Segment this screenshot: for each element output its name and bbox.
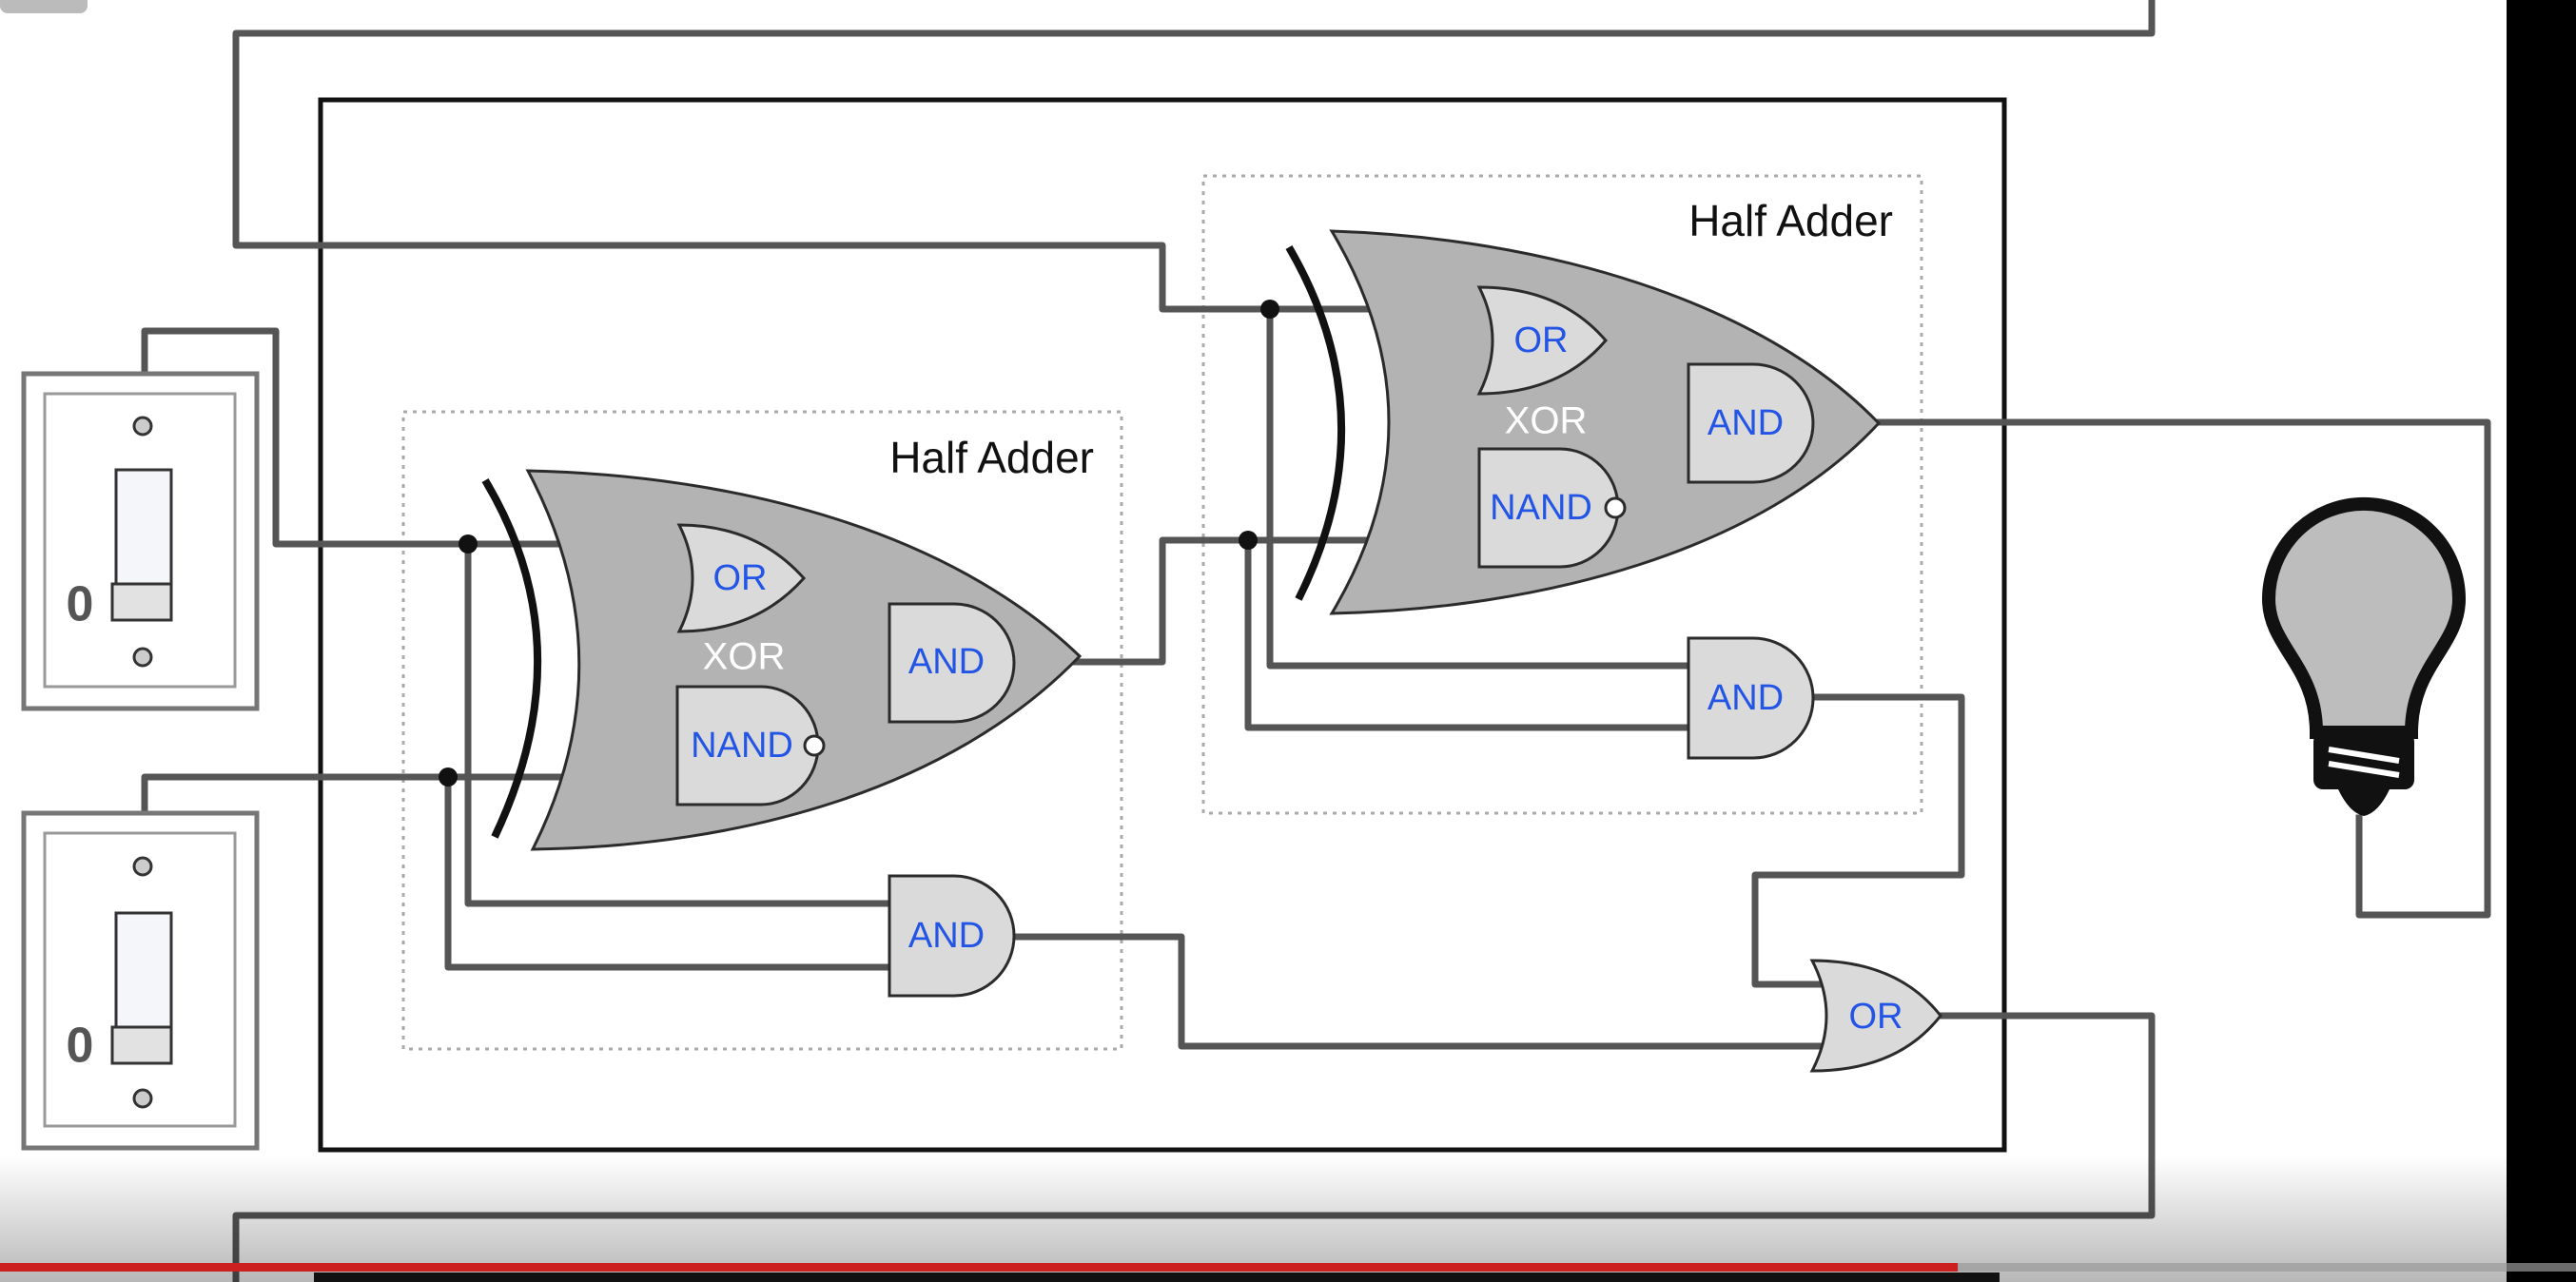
or-gate-label: OR [713,558,768,598]
nand-gate-label: NAND [691,726,793,766]
switch-b-wire [141,773,679,817]
carry-in-wire [232,0,2156,313]
and-gate-inner-label: AND [908,642,985,682]
xor-label: XOR [703,636,786,678]
and-gate-carry [1687,636,1815,760]
xor-label: XOR [1505,400,1588,442]
half-adder-2: Half Adder XOR OR NAND AND AND [1285,196,1893,760]
or-gate-label: OR [1514,320,1569,360]
half-adder-title: Half Adder [1688,196,1893,245]
sum-wire [1809,418,2491,919]
video-fade [0,1156,2576,1282]
switch-a[interactable]: 0 [21,371,260,711]
carry-or-gate: OR [1809,959,1942,1073]
switch-toggle[interactable] [110,582,173,622]
switch-a-wire [141,327,662,548]
half-adder-title: Half Adder [889,433,1094,482]
and-gate-carry-label: AND [1708,678,1784,718]
or-gate [676,523,807,633]
xor-gate-1 [525,469,1083,851]
switch-value: 0 [67,577,94,632]
switch-b[interactable]: 0 [21,810,260,1151]
and-gate-inner-label: AND [1708,403,1784,443]
and-gate-inner [888,602,1016,724]
xor-gate-2 [1329,229,1882,615]
overlay-corner-button[interactable] [0,0,88,13]
half-adder-1: Half Adder XOR OR NAND AND AND [481,433,1094,998]
carry-or-label: OR [1849,997,1903,1037]
nand-gate-label: NAND [1490,488,1592,528]
or-gate [1476,285,1608,396]
progress-fill[interactable] [0,1263,1959,1272]
bottom-black-strip [314,1272,2000,1282]
and-gate-carry [888,874,1016,998]
switch-value: 0 [67,1019,94,1074]
right-edge-band [2507,0,2576,1282]
light-bulb-icon [2261,497,2467,816]
and-gate-carry-label: AND [908,916,985,956]
switch-toggle[interactable] [110,1025,173,1065]
and-gate-inner [1687,362,1815,484]
